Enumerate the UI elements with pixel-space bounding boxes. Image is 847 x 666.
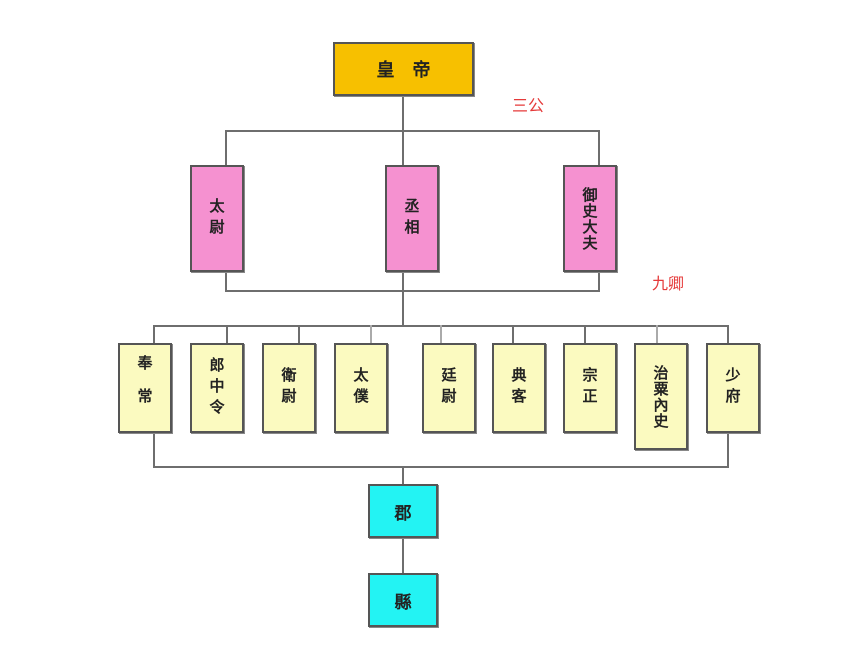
nine-ministers-label: 九卿: [652, 274, 685, 293]
connector: [402, 272, 404, 327]
duke-box: 太尉: [190, 165, 244, 272]
connector: [402, 96, 404, 131]
connector: [598, 272, 600, 291]
commandery-box: 郡: [368, 484, 438, 538]
duke-box: 御史大夫: [563, 165, 617, 272]
minister-box: 太僕: [334, 343, 388, 433]
connector: [440, 325, 442, 343]
county-box: 縣: [368, 573, 438, 627]
connector: [225, 130, 227, 165]
minister-box: 衛尉: [262, 343, 316, 433]
minister-box: 奉常: [118, 343, 172, 433]
connector: [225, 130, 600, 132]
connector: [598, 130, 600, 165]
connector: [402, 130, 404, 165]
connector: [298, 325, 300, 343]
connector: [153, 466, 729, 468]
connector: [370, 325, 372, 343]
connector: [656, 325, 658, 343]
minister-box: 廷尉: [422, 343, 476, 433]
connector: [402, 538, 404, 573]
minister-box: 少府: [706, 343, 760, 433]
connector: [225, 272, 227, 291]
minister-box: 典客: [492, 343, 546, 433]
minister-box: 郎中令: [190, 343, 244, 433]
minister-box: 宗正: [563, 343, 617, 433]
connector: [402, 466, 404, 484]
connector: [584, 325, 586, 343]
connector: [225, 290, 600, 292]
connector: [512, 325, 514, 343]
duke-box: 丞相: [385, 165, 439, 272]
minister-box: 治粟內史: [634, 343, 688, 450]
connector: [226, 325, 228, 343]
emperor-box: 皇 帝: [333, 42, 474, 96]
three-dukes-label: 三公: [512, 96, 545, 115]
